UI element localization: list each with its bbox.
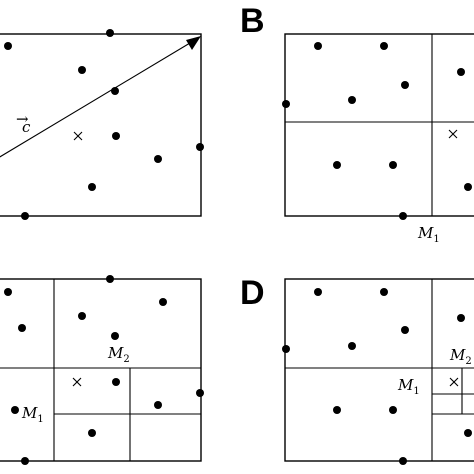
panel-d-letter: D: [240, 274, 265, 312]
data-point: [399, 212, 407, 220]
data-point: [111, 332, 119, 340]
data-point: [399, 457, 407, 465]
panel-b-letter: B: [240, 2, 265, 40]
data-point: [111, 87, 119, 95]
panel-c-points: [4, 275, 204, 465]
data-point: [401, 326, 409, 334]
data-point: [464, 429, 472, 437]
data-point: [196, 143, 204, 151]
label-b-m1: M1: [417, 224, 440, 245]
label-d-m2: M2: [449, 346, 472, 367]
panel-b-centroid-cross: [448, 129, 458, 139]
label-d-m1: M1: [397, 376, 420, 397]
data-point: [401, 81, 409, 89]
panel-d: D M2 M1: [240, 274, 474, 465]
data-point: [196, 389, 204, 397]
data-point: [380, 288, 388, 296]
data-point: [457, 68, 465, 76]
label-c-m2: M2: [107, 344, 130, 365]
data-point: [18, 324, 26, 332]
vector-c-letter: c: [22, 118, 31, 136]
data-point: [380, 42, 388, 50]
data-point: [106, 275, 114, 283]
data-point: [154, 401, 162, 409]
panel-b: B M1: [240, 2, 474, 245]
panel-a-frame: [0, 33, 202, 217]
data-point: [348, 96, 356, 104]
data-point: [112, 132, 120, 140]
data-point: [78, 312, 86, 320]
panel-d-frame: [284, 278, 474, 462]
data-point: [457, 314, 465, 322]
panel-a: → c: [0, 29, 204, 220]
data-point: [389, 161, 397, 169]
data-point: [314, 42, 322, 50]
data-point: [348, 342, 356, 350]
panel-d-points: [282, 288, 472, 465]
panel-a-centroid-cross: [73, 131, 83, 141]
panel-c-frame: [0, 278, 202, 462]
vector-c-arrow-line: [0, 39, 196, 158]
data-point: [282, 100, 290, 108]
data-point: [106, 29, 114, 37]
panel-c: M2 M1: [0, 275, 204, 465]
vector-c-label: → c: [16, 110, 31, 136]
data-point: [4, 42, 12, 50]
panel-b-frame: [284, 33, 474, 217]
data-point: [21, 457, 29, 465]
data-point: [333, 406, 341, 414]
data-point: [4, 288, 12, 296]
data-point: [314, 288, 322, 296]
vector-c-arrowhead: [186, 36, 201, 50]
panel-c-centroid-cross: [72, 377, 82, 387]
data-point: [112, 378, 120, 386]
data-point: [159, 298, 167, 306]
data-point: [88, 183, 96, 191]
panel-d-centroid-cross: [449, 377, 459, 387]
panel-a-points: [4, 29, 204, 220]
data-point: [464, 183, 472, 191]
data-point: [11, 406, 19, 414]
data-point: [154, 155, 162, 163]
data-point: [88, 429, 96, 437]
data-point: [389, 406, 397, 414]
panel-b-points: [282, 42, 472, 220]
data-point: [282, 345, 290, 353]
data-point: [78, 66, 86, 74]
label-c-m1: M1: [21, 404, 44, 425]
data-point: [21, 212, 29, 220]
data-point: [333, 161, 341, 169]
vector-c-arrow-glyph: →: [16, 110, 29, 128]
